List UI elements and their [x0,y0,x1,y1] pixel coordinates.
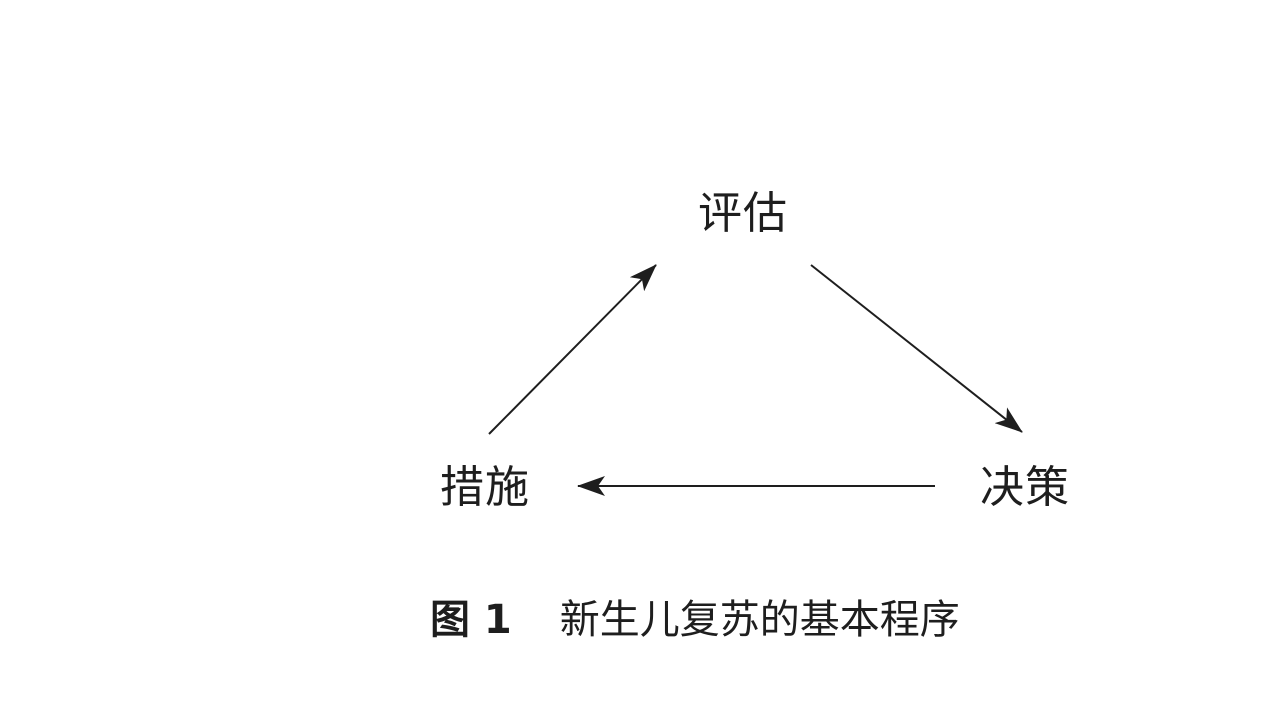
caption-figure-number: 图 1 [430,597,512,643]
arrow-measure-to-assess [488,264,657,435]
node-measure-label: 措施 [440,462,530,513]
figure-caption: 图 1 新生儿复苏的基本程序 [430,600,960,640]
arrow-assess-to-decision [810,264,1023,433]
node-decision-label: 决策 [980,462,1070,513]
node-assess-label: 评估 [698,188,788,239]
caption-title: 新生儿复苏的基本程序 [559,597,960,643]
